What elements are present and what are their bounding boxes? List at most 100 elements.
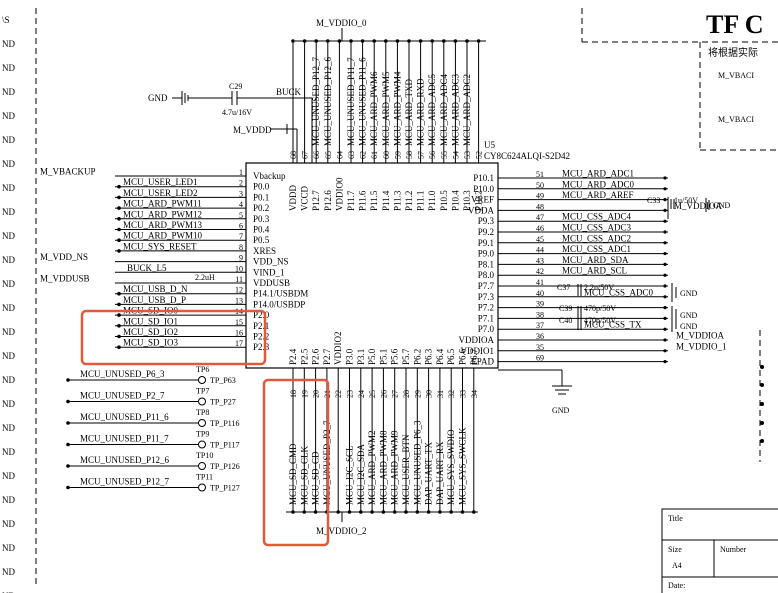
- chip-ref: U5: [484, 140, 495, 150]
- right-pin-number: 47: [536, 213, 544, 222]
- right-pin-dot: [663, 327, 667, 331]
- left-rail-label: ND: [2, 567, 15, 577]
- top-pin-name: P12.7: [311, 190, 321, 211]
- left-pin-name: VIND_1: [253, 267, 285, 277]
- bottom-rail-label: M_VDDIO_2: [316, 526, 367, 536]
- test-point-ref: TP6: [196, 365, 209, 374]
- top-pin-net: MCU_UNUSED_P12_6: [323, 56, 333, 146]
- right-pin-name: VREF: [471, 195, 494, 205]
- gnd-label: GND: [148, 93, 168, 103]
- bottom-pin-name: P2.6: [311, 348, 321, 365]
- right-pin-net: M_VDDIOA: [674, 201, 722, 211]
- right-pin-net: MCU_ARD_SDA: [562, 255, 629, 265]
- left-rail-label: ND: [2, 39, 15, 49]
- bottom-pin-number: 34: [470, 390, 479, 398]
- left-pin-number: 6: [239, 222, 243, 231]
- top-pin-number: 67: [301, 151, 310, 159]
- left-pin-number: 1: [239, 168, 243, 177]
- bottom-pin-net: MCU_SD_CD: [311, 451, 321, 505]
- test-point-pad: [198, 376, 206, 384]
- top-pin-name: P10.2: [474, 190, 484, 211]
- right-pin-number: 48: [536, 202, 544, 211]
- left-rail-label: ND: [2, 471, 15, 481]
- left-pin-name: P2.2: [253, 332, 269, 342]
- right-pin-name: P9.2: [478, 227, 494, 237]
- bottom-pin-name: P6.4: [435, 348, 445, 365]
- left-pin-dot: [117, 302, 121, 307]
- top-pin-net: MCU_ARD_ADC4: [439, 73, 449, 146]
- top-pin-net: MCU_ARD_PWM4: [392, 71, 402, 146]
- left-pin-number: 7: [239, 232, 243, 241]
- right-pin-number: 69: [536, 354, 544, 363]
- left-pin-net: MCU_ARD_PWM12: [123, 209, 202, 219]
- chip-part: CY8C624ALQI-S2D42: [484, 151, 570, 161]
- right-pin-dot: [663, 349, 667, 353]
- left-pin-number: 12: [235, 286, 243, 295]
- top-pin-net: MCU_ARD_RXD: [416, 78, 426, 146]
- bottom-pin-name: P2.4: [288, 348, 298, 365]
- test-point-net: MCU_UNUSED_P12_6: [80, 455, 170, 465]
- bottom-pin-net: MCU_I2C_SDA: [356, 443, 366, 505]
- top-pin-name: VDDIO0: [334, 177, 344, 211]
- left-pin-net: BUCK_L5: [127, 263, 167, 273]
- right-pin-net: MCU_ARD_AREF: [562, 190, 634, 200]
- bottom-pin-net: MCU_USER_BTN: [401, 434, 411, 505]
- bottom-pin-net: MCU_ARD_PWM2: [367, 430, 377, 505]
- left-pin-name: P0.3: [253, 214, 270, 224]
- top-pin-name: P11.6: [358, 190, 368, 211]
- size-label: Size: [668, 545, 682, 554]
- test-point-pad: [198, 483, 206, 492]
- top-pins: 68VDDD67VCCD66P12.7MCU_UNUSED_P12_765P12…: [288, 39, 484, 211]
- bottom-pin-number: 22: [334, 390, 343, 398]
- test-point-pad: [198, 440, 206, 449]
- left-pin-dot: [117, 217, 121, 221]
- bottom-pin-net: MCU_ARD_PWM9: [390, 430, 400, 505]
- left-rail-label: ND: [2, 279, 15, 289]
- left-pin-name: P0.1: [253, 192, 269, 202]
- c39-ref: C39: [559, 304, 572, 313]
- right-pin-number: 42: [536, 267, 544, 276]
- left-pin-net: MCU_USB_D_N: [123, 284, 188, 294]
- bottom-pin-number: 30: [425, 390, 434, 398]
- test-point-ref: TP10: [196, 451, 213, 460]
- left-rail-label: ND: [2, 543, 15, 553]
- left-pin-name: P2.3: [253, 342, 270, 352]
- top-pin-number: 62: [359, 151, 368, 159]
- left-rail-label: ND: [2, 519, 15, 529]
- top-pin-number: 52: [475, 151, 484, 159]
- right-pin-name: EPAD: [471, 357, 494, 367]
- test-point-pad: [198, 419, 206, 427]
- top-pin-number: 65: [324, 151, 333, 159]
- top-pin-name: P11.1: [416, 191, 426, 211]
- top-pin-name: P11.2: [404, 191, 414, 211]
- top-pin-net: MCU_ARD_PWM5: [381, 71, 391, 146]
- left-pin-name: XRES: [253, 246, 276, 256]
- c33-val: 1u/50V: [674, 196, 698, 205]
- bottom-pin-net: MCU_UNUSED_P6_3: [412, 420, 422, 505]
- bottom-pin-name: VDDIO2: [333, 332, 343, 366]
- left-rail-label: ND: [2, 207, 15, 217]
- left-pin-net: MCU_USER_LED1: [123, 177, 198, 187]
- title-block-right: TF C 将根据实际 M_VBACI M_VBACI: [581, 8, 778, 462]
- left-pin-dot: [117, 345, 121, 350]
- top-pin-net: MCU_ARD_TXD: [404, 78, 414, 146]
- left-pin-name: P2.0: [253, 310, 270, 320]
- top-pin-name: P11.5: [369, 190, 379, 211]
- left-rail-label: ND: [2, 327, 15, 337]
- left-pin-name: P2.1: [253, 321, 269, 331]
- right-pin-name: P7.7: [478, 281, 495, 291]
- top-pin-number: 53: [463, 151, 472, 159]
- c33-ref: C33: [647, 196, 660, 205]
- left-pin-net: MCU_ARD_PWM10: [123, 231, 203, 241]
- bottom-pin-net: MCU_SD_CLK: [299, 445, 309, 505]
- bottom-pin-number: 28: [402, 390, 411, 398]
- left-pin-name: P14.1/USBDM: [253, 289, 308, 299]
- bottom-pin-name: P6.3: [424, 348, 434, 365]
- left-rail-label: ND: [2, 375, 15, 385]
- bottom-pin-name: P2.5: [299, 348, 309, 365]
- right-pin-dot: [663, 295, 667, 299]
- left-pin-name: Vbackup: [253, 171, 286, 181]
- title-block-bottom: Title Size Number A4 Date:: [661, 508, 778, 593]
- left-pin-net: MCU_SD_IO1: [123, 316, 178, 326]
- c37-ref: C37: [557, 283, 570, 292]
